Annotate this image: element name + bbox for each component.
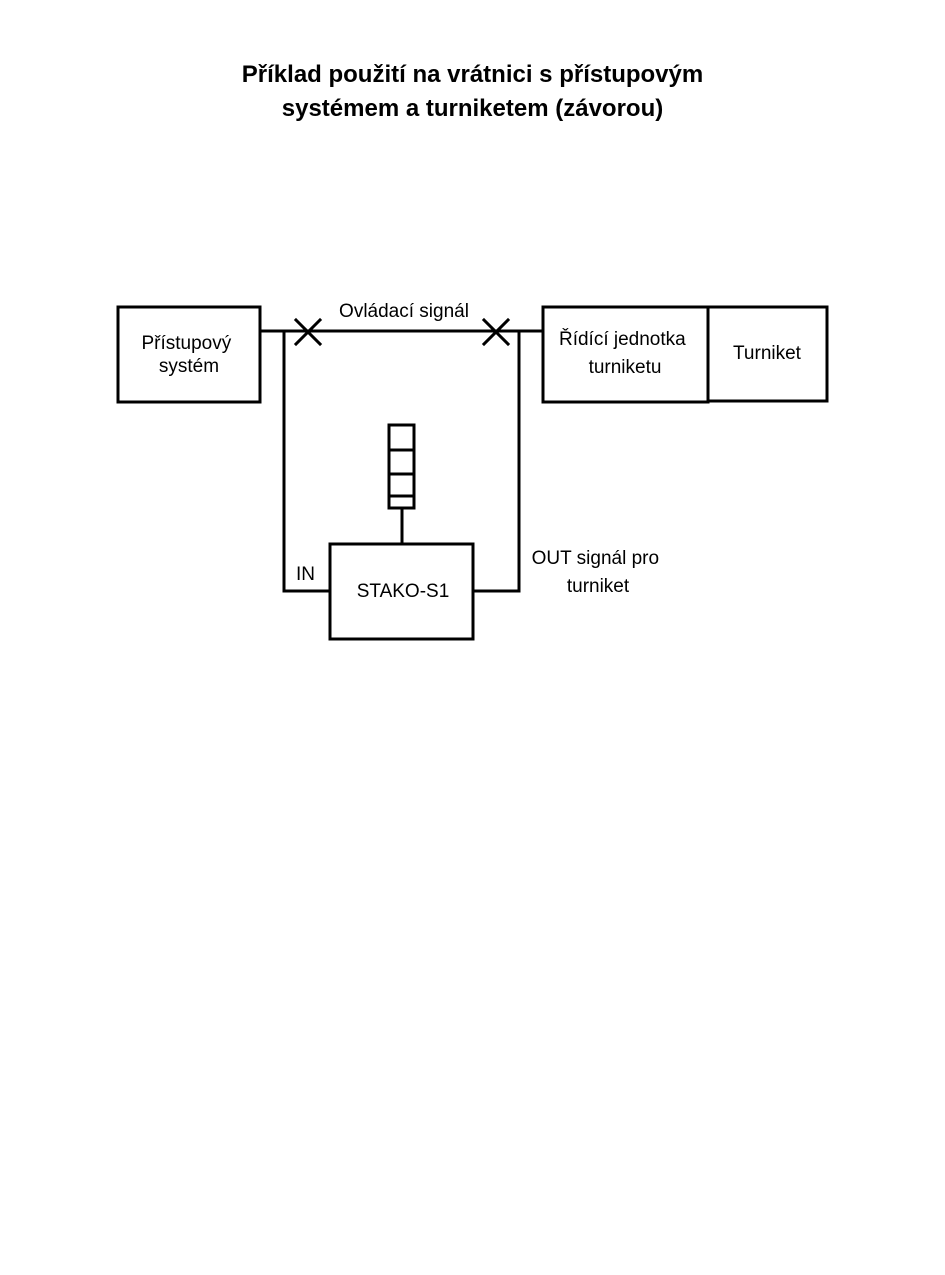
turnstile-box	[706, 305, 829, 403]
out-wire	[471, 329, 521, 593]
title-line-2: systémem a turniketem (závorou)	[281, 95, 664, 122]
cut-mark-right-b	[481, 317, 511, 347]
turnstile-label: Turniket	[733, 343, 802, 364]
access-system-label: Přístupový systém	[141, 333, 236, 377]
control-signal-label: Ovládací signál	[339, 301, 469, 322]
diagram-title: Příklad použití na vrátnici s přístupový…	[0, 58, 945, 126]
in-label: IN	[296, 564, 315, 585]
control-unit-box	[541, 305, 710, 404]
out-label: OUT signál pro turniket	[532, 548, 665, 597]
control-unit-label: Řídící jednotka turniketu	[559, 328, 691, 378]
signal-tower-icon	[387, 423, 416, 510]
stako-device-label: STAKO-S1	[357, 581, 450, 602]
cut-mark-left-b	[293, 317, 323, 347]
in-wire	[282, 329, 332, 593]
title-line-1: Příklad použití na vrátnici s přístupový…	[241, 61, 704, 88]
access-system-box	[116, 305, 262, 404]
